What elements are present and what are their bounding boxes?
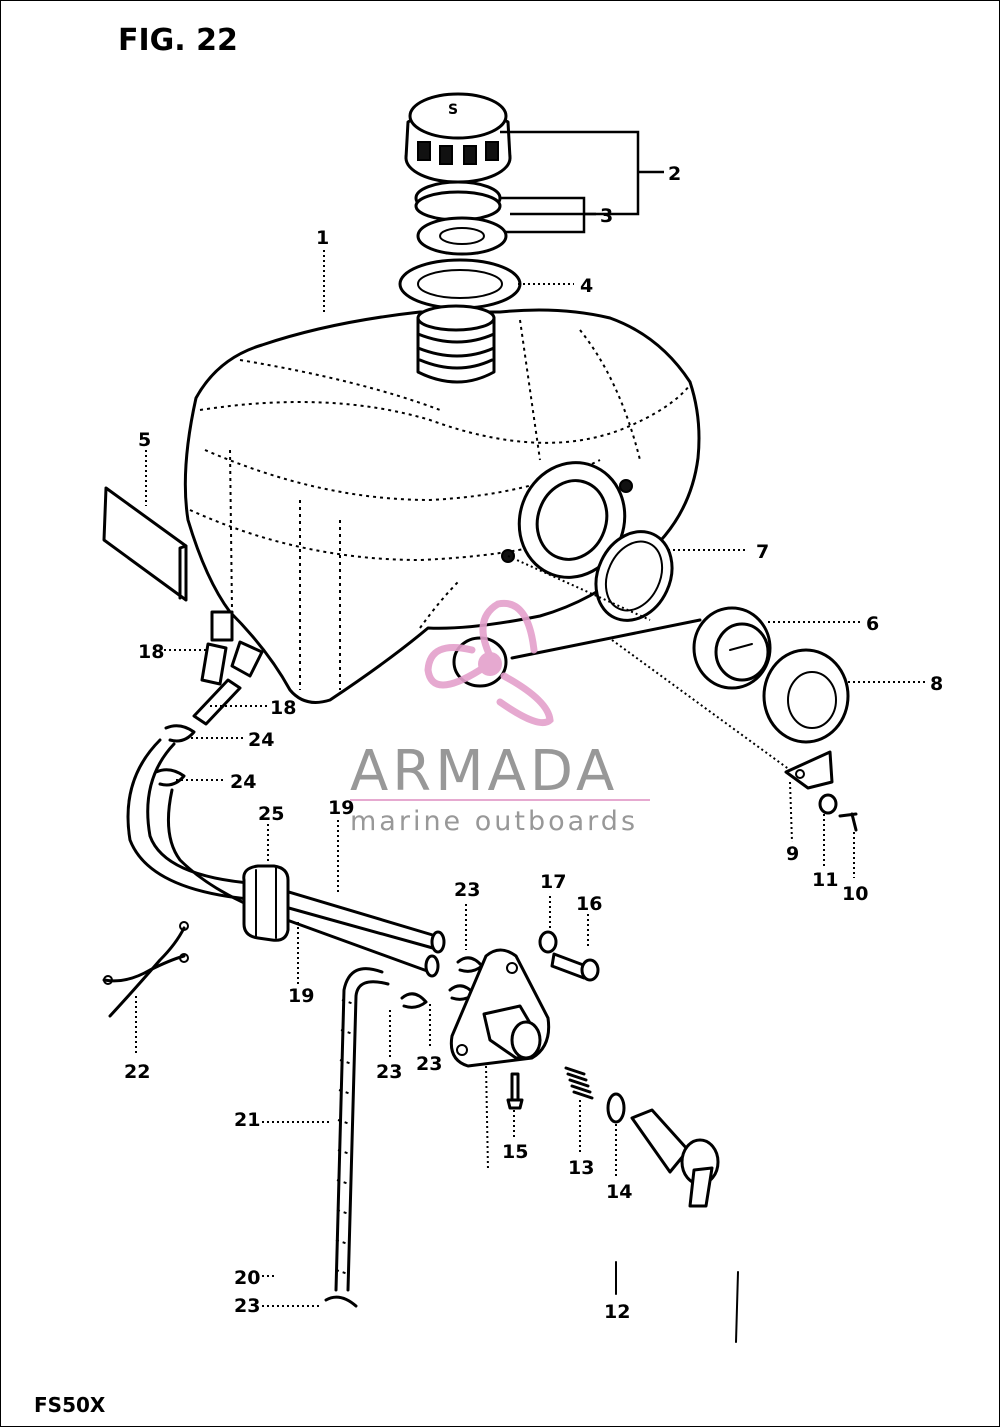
callout-18-upper: 18 xyxy=(138,641,164,663)
cock-lever xyxy=(630,1108,720,1208)
callout-23-a: 23 xyxy=(454,879,480,901)
svg-text:S: S xyxy=(448,102,458,118)
watermark-tagline: marine outboards xyxy=(350,806,638,837)
callout-9: 9 xyxy=(786,843,799,865)
callout-10: 10 xyxy=(842,883,868,905)
callout-7: 7 xyxy=(756,541,769,563)
callout-3: 3 xyxy=(600,205,613,227)
hose-clip-lower xyxy=(154,768,186,787)
callout-4: 4 xyxy=(580,275,593,297)
callout-12: 12 xyxy=(604,1301,630,1323)
figure-title: FIG. 22 xyxy=(118,23,238,58)
callout-16: 16 xyxy=(576,893,602,915)
hose-clip-d xyxy=(324,1295,358,1308)
armada-watermark: ARMADA marine outboards xyxy=(350,599,650,837)
callout-19-lower: 19 xyxy=(288,985,314,1007)
fuel-pipe-joints xyxy=(192,610,264,726)
watermark-brand: ARMADA xyxy=(350,739,618,804)
hose-clip-c xyxy=(400,992,428,1009)
fuel-cock-body xyxy=(449,948,551,1068)
callout-19-upper: 19 xyxy=(328,797,354,819)
callout-5: 5 xyxy=(138,429,151,451)
callout-8: 8 xyxy=(930,673,943,695)
cock-spring xyxy=(564,1066,594,1100)
callout-13: 13 xyxy=(568,1157,594,1179)
callout-17: 17 xyxy=(540,871,566,893)
propeller-logo-icon xyxy=(424,599,554,727)
drain-screw xyxy=(506,1072,524,1110)
gauge-o-ring xyxy=(594,530,674,622)
fuel-cap: S xyxy=(404,92,512,184)
callout-24-upper: 24 xyxy=(248,729,274,751)
filler-ring xyxy=(398,258,522,310)
callout-22: 22 xyxy=(124,1061,150,1083)
callout-2: 2 xyxy=(668,163,681,185)
callout-21: 21 xyxy=(234,1109,260,1131)
callout-1: 1 xyxy=(316,227,329,249)
callout-15: 15 xyxy=(502,1141,528,1163)
cock-washer xyxy=(538,930,558,954)
callout-23-d: 23 xyxy=(234,1295,260,1317)
hose-clip-upper xyxy=(164,724,196,743)
gauge-cover-ring xyxy=(762,648,850,744)
corrugated-hose xyxy=(334,967,390,1292)
callout-23-c: 23 xyxy=(416,1053,442,1075)
callout-6: 6 xyxy=(866,613,879,635)
hose-grommet xyxy=(242,864,290,942)
callout-25: 25 xyxy=(258,803,284,825)
callout-24-lower: 24 xyxy=(230,771,256,793)
callout-20: 20 xyxy=(234,1267,260,1289)
hose-clamp xyxy=(102,921,189,1018)
leader-lines xyxy=(135,130,926,1343)
cap-gasket-set xyxy=(414,180,508,256)
callout-23-b: 23 xyxy=(376,1061,402,1083)
lever-o-ring xyxy=(606,1092,626,1124)
callout-11: 11 xyxy=(812,869,838,891)
tank-pad xyxy=(102,486,188,602)
washer xyxy=(818,793,838,815)
callout-18-lower: 18 xyxy=(270,697,296,719)
model-code: FS50X xyxy=(34,1393,106,1417)
callouts: 1 2 3 4 5 6 7 8 9 10 11 12 13 14 15 16 1… xyxy=(124,163,943,1323)
screw xyxy=(838,812,858,832)
mounting-bracket xyxy=(784,750,834,790)
callout-14: 14 xyxy=(606,1181,632,1203)
